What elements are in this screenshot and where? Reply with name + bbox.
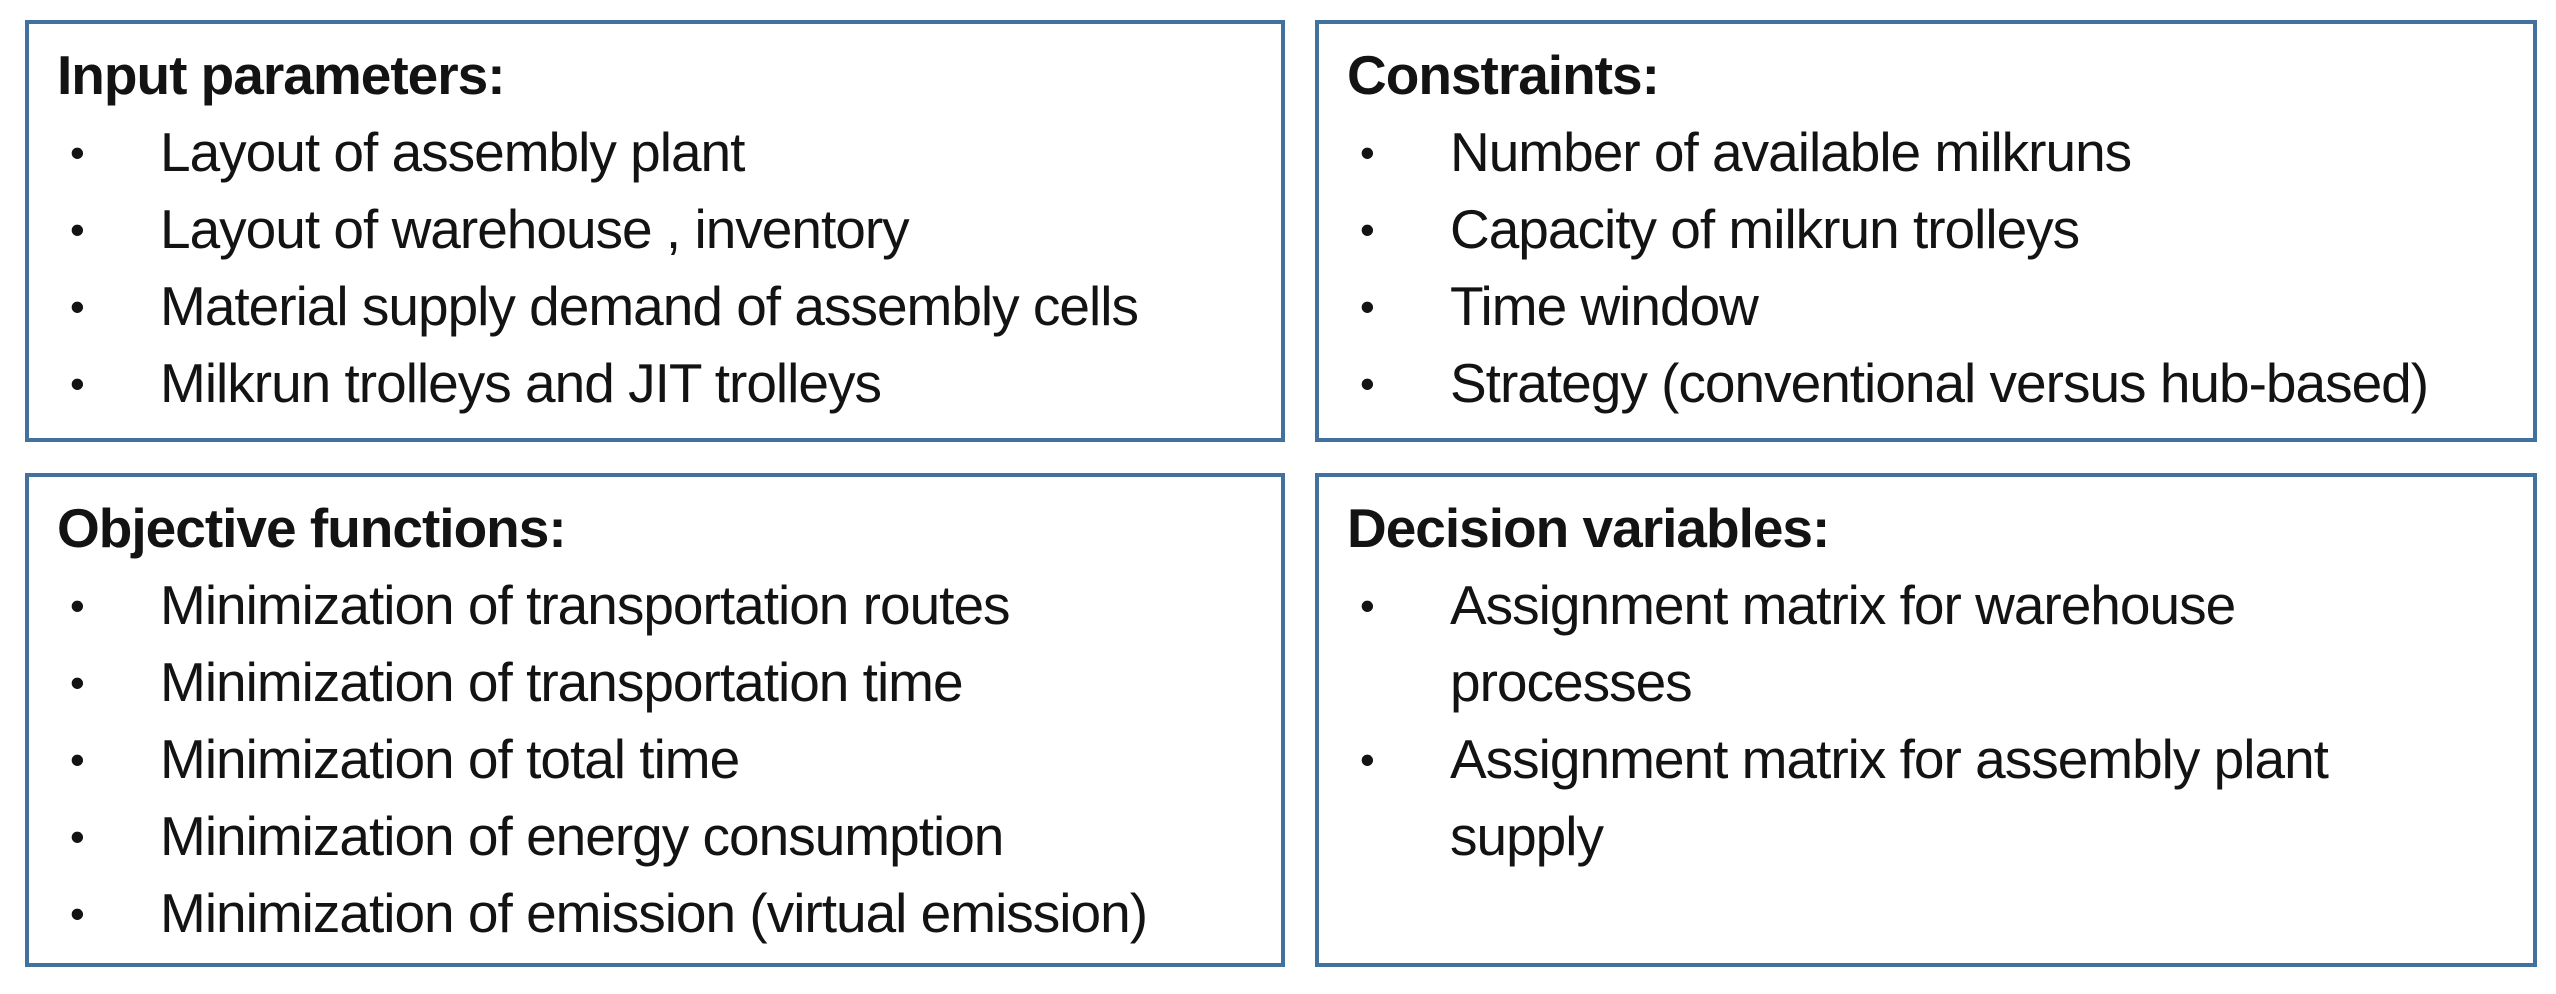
bullet-icon: •	[70, 582, 85, 629]
list-item: • Assignment matrix for assembly plant s…	[1347, 721, 2511, 875]
bullet-icon: •	[1360, 206, 1375, 253]
bullet-icon: •	[70, 283, 85, 330]
box-title-objective-functions: Objective functions:	[57, 497, 567, 559]
input-parameters-list: • Layout of assembly plant • Layout of w…	[57, 114, 1259, 422]
box-title-decision-variables: Decision variables:	[1347, 497, 1830, 559]
bullet-icon: •	[70, 736, 85, 783]
bullet-icon: •	[1360, 360, 1375, 407]
list-item-text: Strategy (conventional versus hub-based)	[1450, 352, 2429, 414]
list-item-text: Minimization of transportation time	[160, 651, 964, 713]
box-title-constraints: Constraints:	[1347, 44, 1660, 106]
list-item: • Layout of warehouse , inventory	[57, 191, 1259, 268]
decision-variables-list: • Assignment matrix for warehouse proces…	[1347, 567, 2511, 875]
list-item-text: Minimization of energy consumption	[160, 805, 1004, 867]
bullet-icon: •	[70, 813, 85, 860]
constraints-box: Constraints: • Number of available milkr…	[1315, 20, 2537, 442]
list-item: • Minimization of energy consumption	[57, 798, 1259, 875]
list-item: • Number of available milkruns	[1347, 114, 2511, 191]
objective-functions-box: Objective functions: • Minimization of t…	[25, 473, 1285, 967]
list-item-text: Assignment matrix for assembly plant sup…	[1450, 728, 2329, 867]
bullet-icon: •	[70, 129, 85, 176]
list-item-text: Milkrun trolleys and JIT trolleys	[160, 352, 882, 414]
list-item-text: Layout of warehouse , inventory	[160, 198, 910, 260]
list-item: • Assignment matrix for warehouse proces…	[1347, 567, 2511, 721]
input-parameters-box: Input parameters: • Layout of assembly p…	[25, 20, 1285, 442]
model-overview-diagram: Input parameters: • Layout of assembly p…	[25, 20, 2537, 967]
constraints-list: • Number of available milkruns • Capacit…	[1347, 114, 2511, 422]
bullet-icon: •	[1360, 582, 1375, 629]
bullet-icon: •	[70, 360, 85, 407]
list-item: • Strategy (conventional versus hub-base…	[1347, 345, 2511, 422]
list-item-text: Material supply demand of assembly cells	[160, 275, 1139, 337]
list-item-text: Capacity of milkrun trolleys	[1450, 198, 2080, 260]
bullet-icon: •	[1360, 129, 1375, 176]
box-title-input-parameters: Input parameters:	[57, 44, 506, 106]
list-item: • Minimization of emission (virtual emis…	[57, 875, 1259, 952]
list-item: • Minimization of transportation routes	[57, 567, 1259, 644]
list-item-text: Layout of assembly plant	[160, 121, 745, 183]
list-item-text: Minimization of emission (virtual emissi…	[160, 882, 1148, 944]
list-item: • Time window	[1347, 268, 2511, 345]
list-item-text: Minimization of transportation routes	[160, 574, 1011, 636]
bullet-icon: •	[70, 206, 85, 253]
decision-variables-box: Decision variables: • Assignment matrix …	[1315, 473, 2537, 967]
list-item-text: Time window	[1450, 275, 1759, 337]
bullet-icon: •	[70, 659, 85, 706]
list-item-text: Minimization of total time	[160, 728, 740, 790]
list-item-text: Number of available milkruns	[1450, 121, 2132, 183]
bullet-icon: •	[1360, 283, 1375, 330]
list-item: • Minimization of total time	[57, 721, 1259, 798]
list-item-text: Assignment matrix for warehouse processe…	[1450, 574, 2236, 713]
objective-functions-list: • Minimization of transportation routes …	[57, 567, 1259, 952]
list-item: • Capacity of milkrun trolleys	[1347, 191, 2511, 268]
bullet-icon: •	[1360, 736, 1375, 783]
bullet-icon: •	[70, 890, 85, 937]
list-item: • Milkrun trolleys and JIT trolleys	[57, 345, 1259, 422]
list-item: • Material supply demand of assembly cel…	[57, 268, 1259, 345]
list-item: • Minimization of transportation time	[57, 644, 1259, 721]
list-item: • Layout of assembly plant	[57, 114, 1259, 191]
